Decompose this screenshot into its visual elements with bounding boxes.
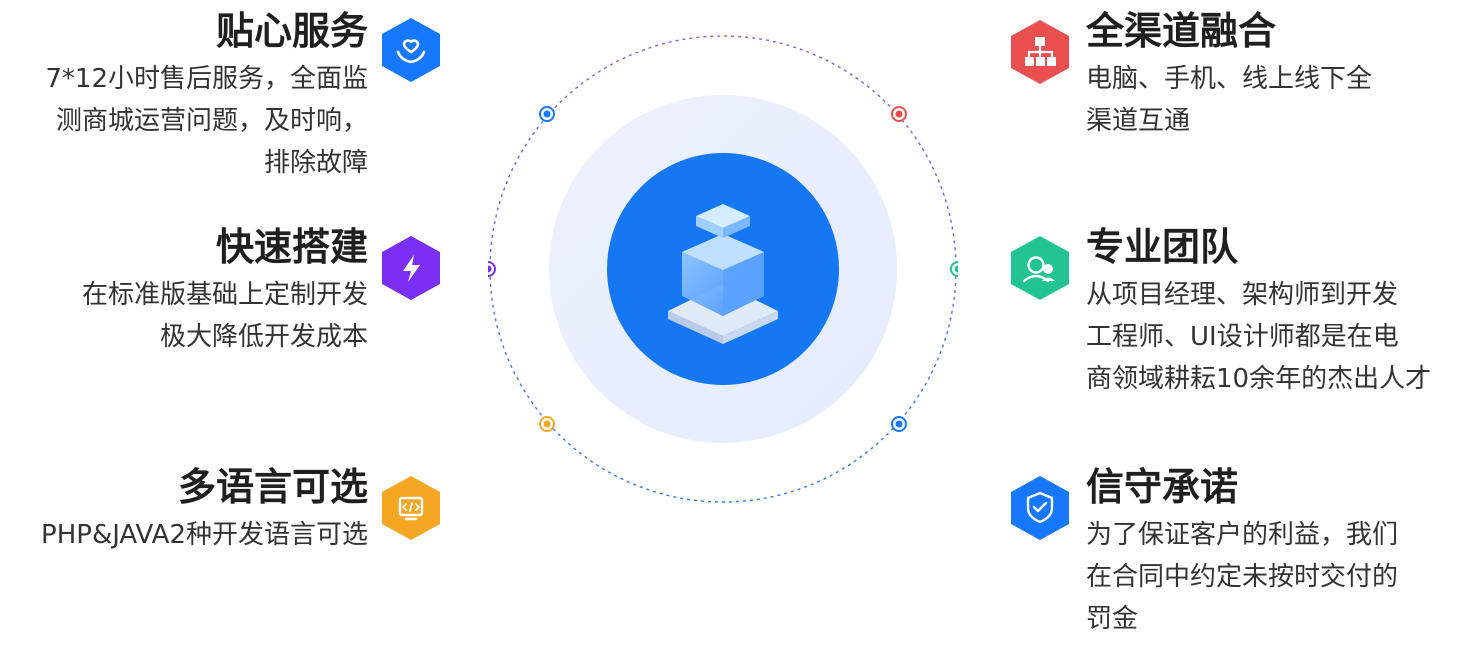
feature-channel-desc: 电脑、手机、线上线下全 渠道互通 — [1086, 58, 1466, 142]
feature-service-title: 贴心服务 — [215, 9, 368, 53]
feature-service-desc: 7*12小时售后服务，全面监 测商城运营问题，及时响， 排除故障 — [0, 58, 368, 184]
feature-promise-line: 罚金 — [1086, 604, 1139, 634]
feature-team-line: 工程师、UI设计师都是在电 — [1086, 322, 1399, 352]
feature-build-line: 在标准版基础上定制开发 — [81, 280, 368, 310]
feature-channel-line: 电脑、手机、线上线下全 — [1086, 64, 1373, 94]
feature-promise-desc: 为了保证客户的利益，我们 在合同中约定未按时交付的 罚金 — [1086, 514, 1466, 640]
feature-language-title: 多语言可选 — [177, 465, 368, 509]
feature-build-desc: 在标准版基础上定制开发 极大降低开发成本 — [0, 274, 368, 358]
feature-promise-line: 为了保证客户的利益，我们 — [1086, 520, 1399, 550]
feature-build-line: 极大降低开发成本 — [159, 322, 368, 352]
orbit-dot — [950, 261, 958, 277]
feature-team-line: 从项目经理、架构师到开发 — [1086, 280, 1399, 310]
feature-service-line: 排除故障 — [263, 148, 368, 178]
feature-service-line: 7*12小时售后服务，全面监 — [45, 64, 368, 94]
heart-hand-icon — [382, 18, 440, 82]
feature-team-line: 商领域耕耘10余年的杰出人才 — [1086, 364, 1432, 394]
orbit-dot — [539, 106, 555, 122]
feature-build-title: 快速搭建 — [215, 225, 368, 269]
feature-language-desc: PHP&JAVA2种开发语言可选 — [0, 514, 368, 556]
feature-service-line: 测商城运营问题，及时响， — [55, 106, 368, 136]
orbit-dot — [891, 106, 907, 122]
feature-service: 贴心服务 7*12小时售后服务，全面监 测商城运营问题，及时响， 排除故障 — [0, 8, 368, 184]
feature-channel: 全渠道融合 电脑、手机、线上线下全 渠道互通 — [1086, 8, 1466, 142]
feature-promise-title: 信守承诺 — [1086, 465, 1239, 509]
orbit-dot — [488, 261, 496, 277]
shield-check-icon — [1011, 476, 1069, 540]
feature-team-desc: 从项目经理、架构师到开发 工程师、UI设计师都是在电 商领域耕耘10余年的杰出人… — [1086, 274, 1466, 400]
center-orbit — [488, 35, 958, 503]
orbit-dot — [539, 416, 555, 432]
lightning-icon — [382, 236, 440, 300]
feature-team: 专业团队 从项目经理、架构师到开发 工程师、UI设计师都是在电 商领域耕耘10余… — [1086, 224, 1466, 400]
people-icon — [1011, 236, 1069, 300]
cube-icon — [668, 204, 778, 344]
feature-build: 快速搭建 在标准版基础上定制开发 极大降低开发成本 — [0, 224, 368, 358]
feature-team-title: 专业团队 — [1086, 225, 1239, 269]
feature-channel-title: 全渠道融合 — [1086, 9, 1277, 53]
feature-promise: 信守承诺 为了保证客户的利益，我们 在合同中约定未按时交付的 罚金 — [1086, 464, 1466, 640]
feature-promise-line: 在合同中约定未按时交付的 — [1086, 562, 1399, 592]
hierarchy-icon — [1011, 20, 1069, 84]
feature-channel-line: 渠道互通 — [1086, 106, 1191, 136]
feature-language-line: PHP&JAVA2种开发语言可选 — [41, 520, 368, 550]
code-window-icon — [382, 476, 440, 540]
feature-language: 多语言可选 PHP&JAVA2种开发语言可选 — [0, 464, 368, 556]
orbit-dot — [891, 416, 907, 432]
